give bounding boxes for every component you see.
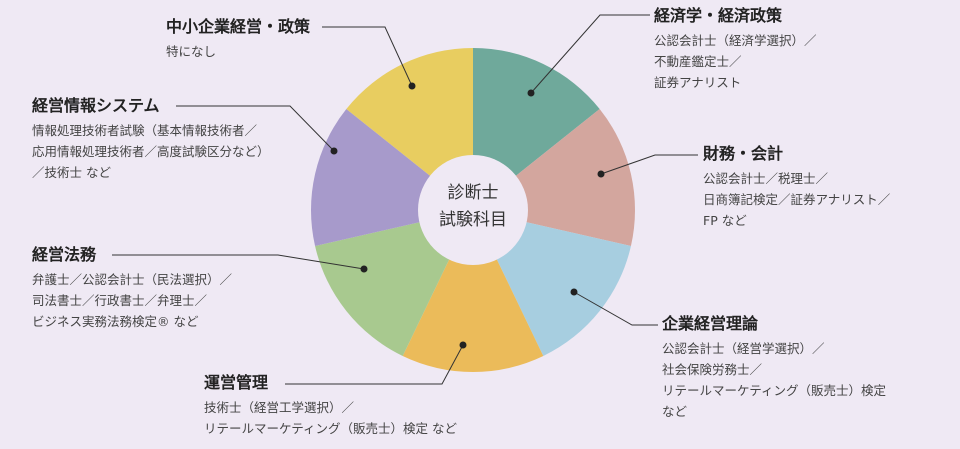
subject-title: 経営法務 — [32, 245, 97, 264]
qualification-line: ／技術士 など — [32, 165, 111, 180]
center-label: 診断士 試験科目 — [423, 180, 523, 234]
qualification-line: 情報処理技術者試験（基本情報技術者／ — [32, 123, 258, 138]
qualification-line: 証券アナリスト — [654, 75, 742, 90]
leader-dot — [570, 288, 578, 296]
leader-line — [573, 291, 658, 326]
leader-line — [322, 26, 413, 87]
qualification-line: 公認会計士（経営学選択）／ — [662, 341, 825, 356]
leader-line — [176, 105, 335, 152]
subject-title: 経済学・経済政策 — [654, 6, 783, 25]
subject-information-systems: 経営情報システム 情報処理技術者試験（基本情報技術者／ 応用情報処理技術者／高度… — [32, 95, 270, 183]
subject-operations-management: 運営管理 技術士（経営工学選択）／ リテールマーケティング（販売士）検定 など — [204, 372, 457, 439]
qualification-line: 技術士（経営工学選択）／ — [204, 400, 355, 415]
subject-title: 経営情報システム — [32, 96, 160, 115]
leader-line — [600, 154, 698, 175]
center-label-line: 試験科目 — [439, 210, 507, 230]
subject-title: 中小企業経営・政策 — [166, 17, 311, 36]
leader-line — [112, 254, 365, 270]
subject-title: 企業経営理論 — [662, 314, 759, 333]
qualification-line: 司法書士／行政書士／弁理士／ — [32, 293, 208, 308]
qualification-line: 特になし — [166, 44, 217, 59]
qualification-line: 公認会計士／税理士／ — [703, 171, 829, 186]
qualification-line: 弁護士／公認会計士（民法選択）／ — [32, 272, 233, 287]
subject-sme-policy: 中小企業経営・政策 特になし — [166, 16, 310, 62]
leader-dot — [527, 89, 535, 97]
qualification-line: 社会保険労務士／ — [662, 362, 763, 377]
leader-dot — [459, 341, 467, 349]
leader-line — [285, 344, 464, 385]
qualification-line: 日商簿記検定／証券アナリスト／ — [703, 192, 891, 207]
subject-business-law: 経営法務 弁護士／公認会計士（民法選択）／ 司法書士／行政書士／弁理士／ ビジネ… — [32, 244, 232, 332]
leader-line — [530, 14, 650, 94]
leader-dot — [597, 170, 605, 178]
subject-title: 運営管理 — [204, 373, 269, 392]
qualification-line: ビジネス実務法務検定® など — [32, 314, 199, 329]
subject-finance-accounting: 財務・会計 公認会計士／税理士／ 日商簿記検定／証券アナリスト／ FP など — [703, 143, 890, 231]
qualification-line: リテールマーケティング（販売士）検定 — [662, 383, 887, 398]
subject-economics: 経済学・経済政策 公認会計士（経済学選択）／ 不動産鑑定士／ 証券アナリスト — [654, 5, 817, 93]
qualification-line: 公認会計士（経済学選択）／ — [654, 33, 817, 48]
center-label-line: 診断士 — [447, 183, 499, 203]
qualification-line: FP など — [703, 213, 747, 228]
leader-dot — [360, 265, 368, 273]
subject-title: 財務・会計 — [703, 144, 784, 163]
qualification-line: リテールマーケティング（販売士）検定 など — [204, 421, 457, 436]
pie-segment — [402, 210, 544, 372]
subject-business-management: 企業経営理論 公認会計士（経営学選択）／ 社会保険労務士／ リテールマーケティン… — [662, 313, 886, 422]
qualification-line: 不動産鑑定士／ — [654, 54, 742, 69]
leader-dot — [408, 82, 416, 90]
qualification-line: 応用情報処理技術者／高度試験区分など） — [32, 144, 270, 159]
leader-dot — [330, 147, 338, 155]
center-hole — [418, 155, 528, 265]
qualification-line: など — [662, 404, 688, 419]
